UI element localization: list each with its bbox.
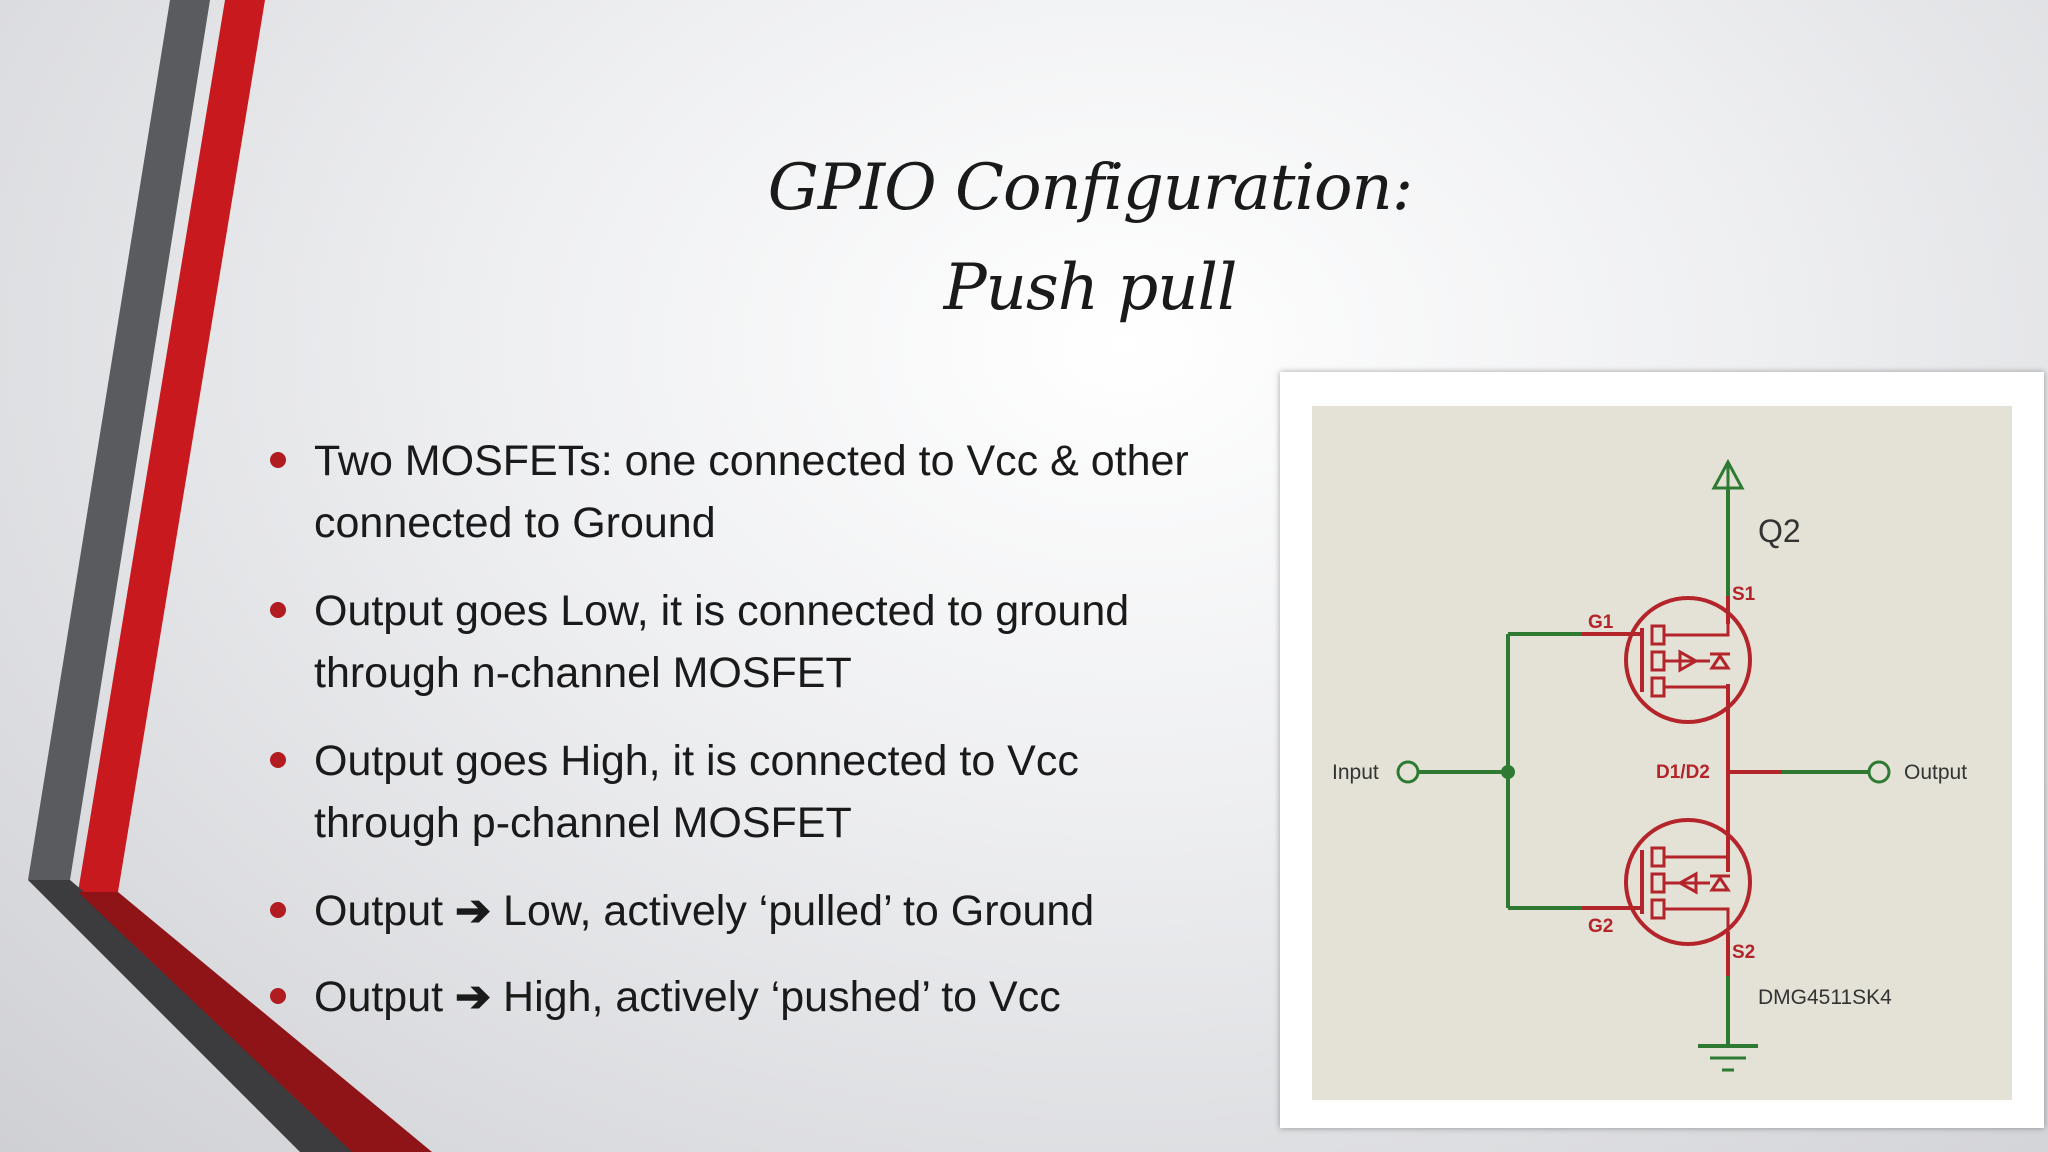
pin-label-g2: G2 xyxy=(1588,916,1613,937)
bullet-text-line: Output goes High, it is connected to Vcc xyxy=(314,737,1079,785)
bullet-text: Low, actively ‘pulled’ to Ground xyxy=(503,887,1095,935)
bullet-item: Two MOSFETs: one connected to Vcc & othe… xyxy=(260,430,1270,554)
bullet-text-line: Output goes Low, it is connected to grou… xyxy=(314,587,1130,635)
bullet-item: Output goes High, it is connected to Vcc… xyxy=(260,730,1270,854)
bullet-text: Output xyxy=(314,973,444,1021)
slide-title: GPIO Configuration: Push pull xyxy=(600,138,1580,338)
bullet-text-line: Two MOSFETs: one connected to Vcc & othe… xyxy=(314,437,1189,485)
bullet-dot-icon xyxy=(270,602,286,618)
bullet-item: Output goes Low, it is connected to grou… xyxy=(260,580,1270,704)
pin-label-s1: S1 xyxy=(1732,584,1756,605)
bullet-text-line: through n-channel MOSFET xyxy=(314,649,852,697)
part-name-label: Q2 xyxy=(1758,513,1801,549)
output-label: Output xyxy=(1904,761,1967,784)
title-line-2: Push pull xyxy=(943,251,1238,325)
pin-label-s2: S2 xyxy=(1732,942,1755,963)
schematic-figure: Q2 S1 G1 D1/D2 G2 S2 Input Output DMG451… xyxy=(1280,372,2044,1128)
pin-label-d1d2: D1/D2 xyxy=(1656,762,1710,783)
part-number-label: DMG4511SK4 xyxy=(1758,986,1892,1009)
push-pull-schematic: Q2 S1 G1 D1/D2 G2 S2 Input Output DMG451… xyxy=(1312,406,2012,1100)
bullet-dot-icon xyxy=(270,902,286,918)
title-line-1: GPIO Configuration: xyxy=(767,151,1414,225)
bullet-item: Output ➔ High, actively ‘pushed’ to Vcc xyxy=(260,966,1270,1028)
bullet-text: High, actively ‘pushed’ to Vcc xyxy=(503,973,1061,1021)
bullet-text: Output xyxy=(314,887,444,935)
bullet-list: Two MOSFETs: one connected to Vcc & othe… xyxy=(260,430,1270,1052)
bullet-text-line: connected to Ground xyxy=(314,499,716,547)
right-arrow-icon: ➔ xyxy=(455,973,492,1021)
right-arrow-icon: ➔ xyxy=(455,887,492,935)
bullet-dot-icon xyxy=(270,752,286,768)
bullet-item: Output ➔ Low, actively ‘pulled’ to Groun… xyxy=(260,880,1270,942)
bullet-dot-icon xyxy=(270,988,286,1004)
bullet-text-line: through p-channel MOSFET xyxy=(314,799,852,847)
pin-label-g1: G1 xyxy=(1588,612,1614,633)
bullet-dot-icon xyxy=(270,452,286,468)
input-label: Input xyxy=(1332,761,1379,784)
